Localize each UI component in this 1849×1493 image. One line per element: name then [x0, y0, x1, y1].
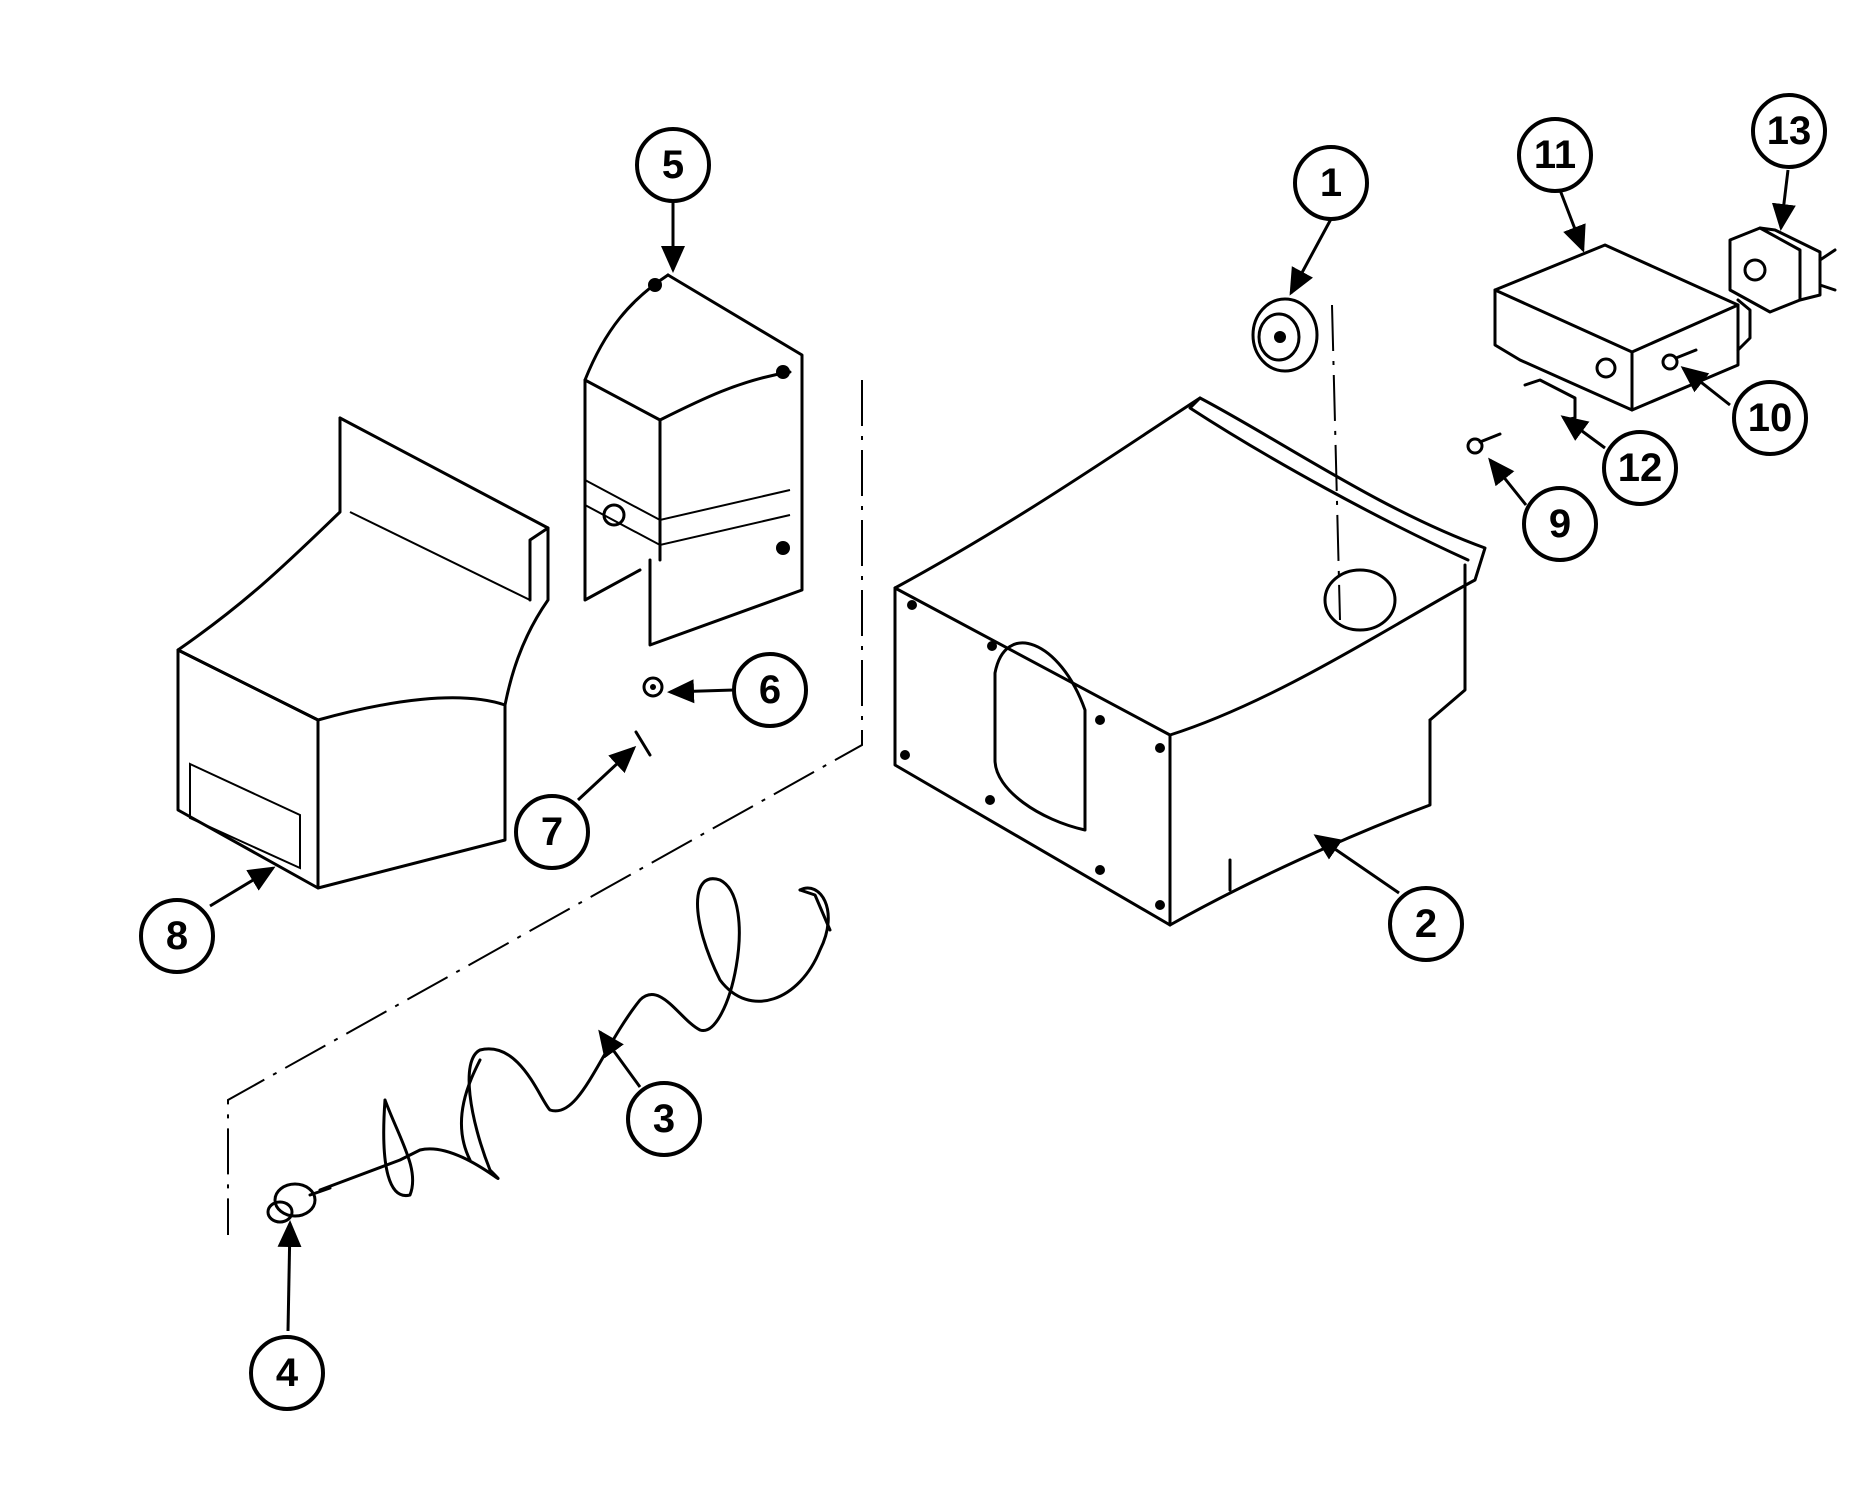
callout-10-label: 10	[1748, 396, 1793, 440]
screw-10-part	[1661, 348, 1698, 371]
callout-2: 2	[1388, 886, 1464, 962]
chute-cover-part	[176, 416, 550, 890]
callout-3: 3	[626, 1081, 702, 1157]
callout-4: 4	[249, 1335, 325, 1411]
callout-12: 12	[1602, 430, 1678, 506]
callout-5: 5	[635, 127, 711, 203]
ice-bucket-part	[893, 396, 1487, 927]
callout-5-label: 5	[662, 143, 684, 187]
callout-2-label: 2	[1415, 902, 1437, 946]
pin-part	[634, 730, 652, 757]
callout-12-label: 12	[1618, 446, 1663, 490]
chute-door-part	[583, 273, 804, 647]
callout-13: 13	[1751, 93, 1827, 169]
callout-9: 9	[1522, 486, 1598, 562]
callout-3-label: 3	[653, 1097, 675, 1141]
callout-7-label: 7	[541, 810, 563, 854]
callout-11: 11	[1517, 117, 1593, 193]
callout-6-label: 6	[759, 668, 781, 712]
bushing-part	[266, 1182, 332, 1224]
callout-7: 7	[514, 794, 590, 870]
callout-10: 10	[1732, 380, 1808, 456]
bearing-part	[1251, 297, 1319, 373]
callout-4-label: 4	[276, 1351, 299, 1395]
callout-8-label: 8	[166, 914, 188, 958]
motor-bracket-part	[1493, 243, 1752, 412]
auger-part	[318, 877, 832, 1198]
motor-part	[1728, 226, 1837, 314]
callout-1-label: 1	[1320, 161, 1342, 205]
callout-1: 1	[1293, 145, 1369, 221]
screw-9-part	[1466, 432, 1502, 455]
leader-lines	[209, 169, 1796, 1332]
callout-9-label: 9	[1549, 502, 1571, 546]
clip-part	[1523, 378, 1577, 422]
assembly-centerlines	[227, 304, 1341, 1235]
nut-part	[642, 676, 664, 698]
callout-6: 6	[732, 652, 808, 728]
callout-8: 8	[139, 898, 215, 974]
callout-13-label: 13	[1767, 109, 1812, 153]
callout-11-label: 11	[1534, 133, 1576, 177]
